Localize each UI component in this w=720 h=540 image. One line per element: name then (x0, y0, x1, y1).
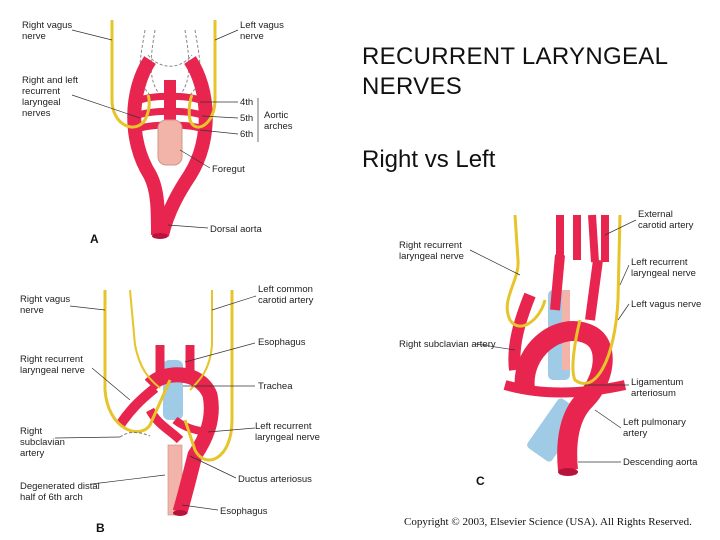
label-b-trachea: Trachea (258, 381, 293, 392)
label-b-left-common-carotid: Left common carotid artery (258, 284, 314, 306)
label-b-left-recurrent: Left recurrent laryngeal nerve (255, 421, 320, 443)
label-a-foregut: Foregut (212, 164, 245, 175)
label-c-ligamentum: Ligamentum arteriosum (631, 377, 684, 399)
slide-title: RECURRENT LARYNGEAL NERVES (362, 43, 668, 100)
label-c-external-carotid: External carotid artery (638, 209, 694, 231)
slide-subtitle: Right vs Left (362, 146, 496, 173)
panel-b-letter: B (96, 521, 105, 535)
label-b-esophagus-top: Esophagus (258, 337, 306, 348)
label-a-left-vagus: Left vagus nerve (240, 20, 284, 42)
label-a-dorsal-aorta: Dorsal aorta (210, 224, 262, 235)
label-c-descending-aorta: Descending aorta (623, 457, 698, 468)
label-b-right-recurrent: Right recurrent laryngeal nerve (20, 354, 85, 376)
panel-a-diagram (71, 20, 259, 239)
label-b-degenerated: Degenerated distal half of 6th arch (20, 481, 100, 503)
label-a-aortic-arches: Aortic arches (264, 110, 293, 132)
panel-a-letter: A (90, 232, 99, 246)
label-a-recurrent: Right and left recurrent laryngeal nerve… (22, 75, 78, 119)
label-a-arch5: 5th (240, 113, 254, 124)
panel-c-letter: C (476, 474, 485, 488)
label-a-right-vagus: Right vagus nerve (22, 20, 73, 42)
label-b-ductus: Ductus arteriosus (238, 474, 312, 485)
label-c-left-recurrent: Left recurrent laryngeal nerve (631, 257, 696, 279)
panel-c-diagram (469, 214, 637, 476)
label-b-right-vagus: Right vagus nerve (20, 294, 71, 316)
label-a-arch4: 4th (240, 97, 254, 108)
label-c-right-subclavian: Right subclavian artery (399, 339, 496, 350)
label-c-left-vagus: Left vagus nerve (631, 299, 702, 310)
label-b-right-subclavian: Right subclavian artery (20, 426, 65, 459)
copyright-notice: Copyright © 2003, Elsevier Science (USA)… (404, 516, 692, 528)
label-c-right-recurrent: Right recurrent laryngeal nerve (399, 240, 464, 262)
panel-b-diagram (54, 289, 257, 516)
label-c-left-pulmonary: Left pulmonary artery (623, 417, 686, 439)
label-b-esophagus-bottom: Esophagus (220, 506, 268, 517)
label-a-arch6: 6th (240, 129, 254, 140)
